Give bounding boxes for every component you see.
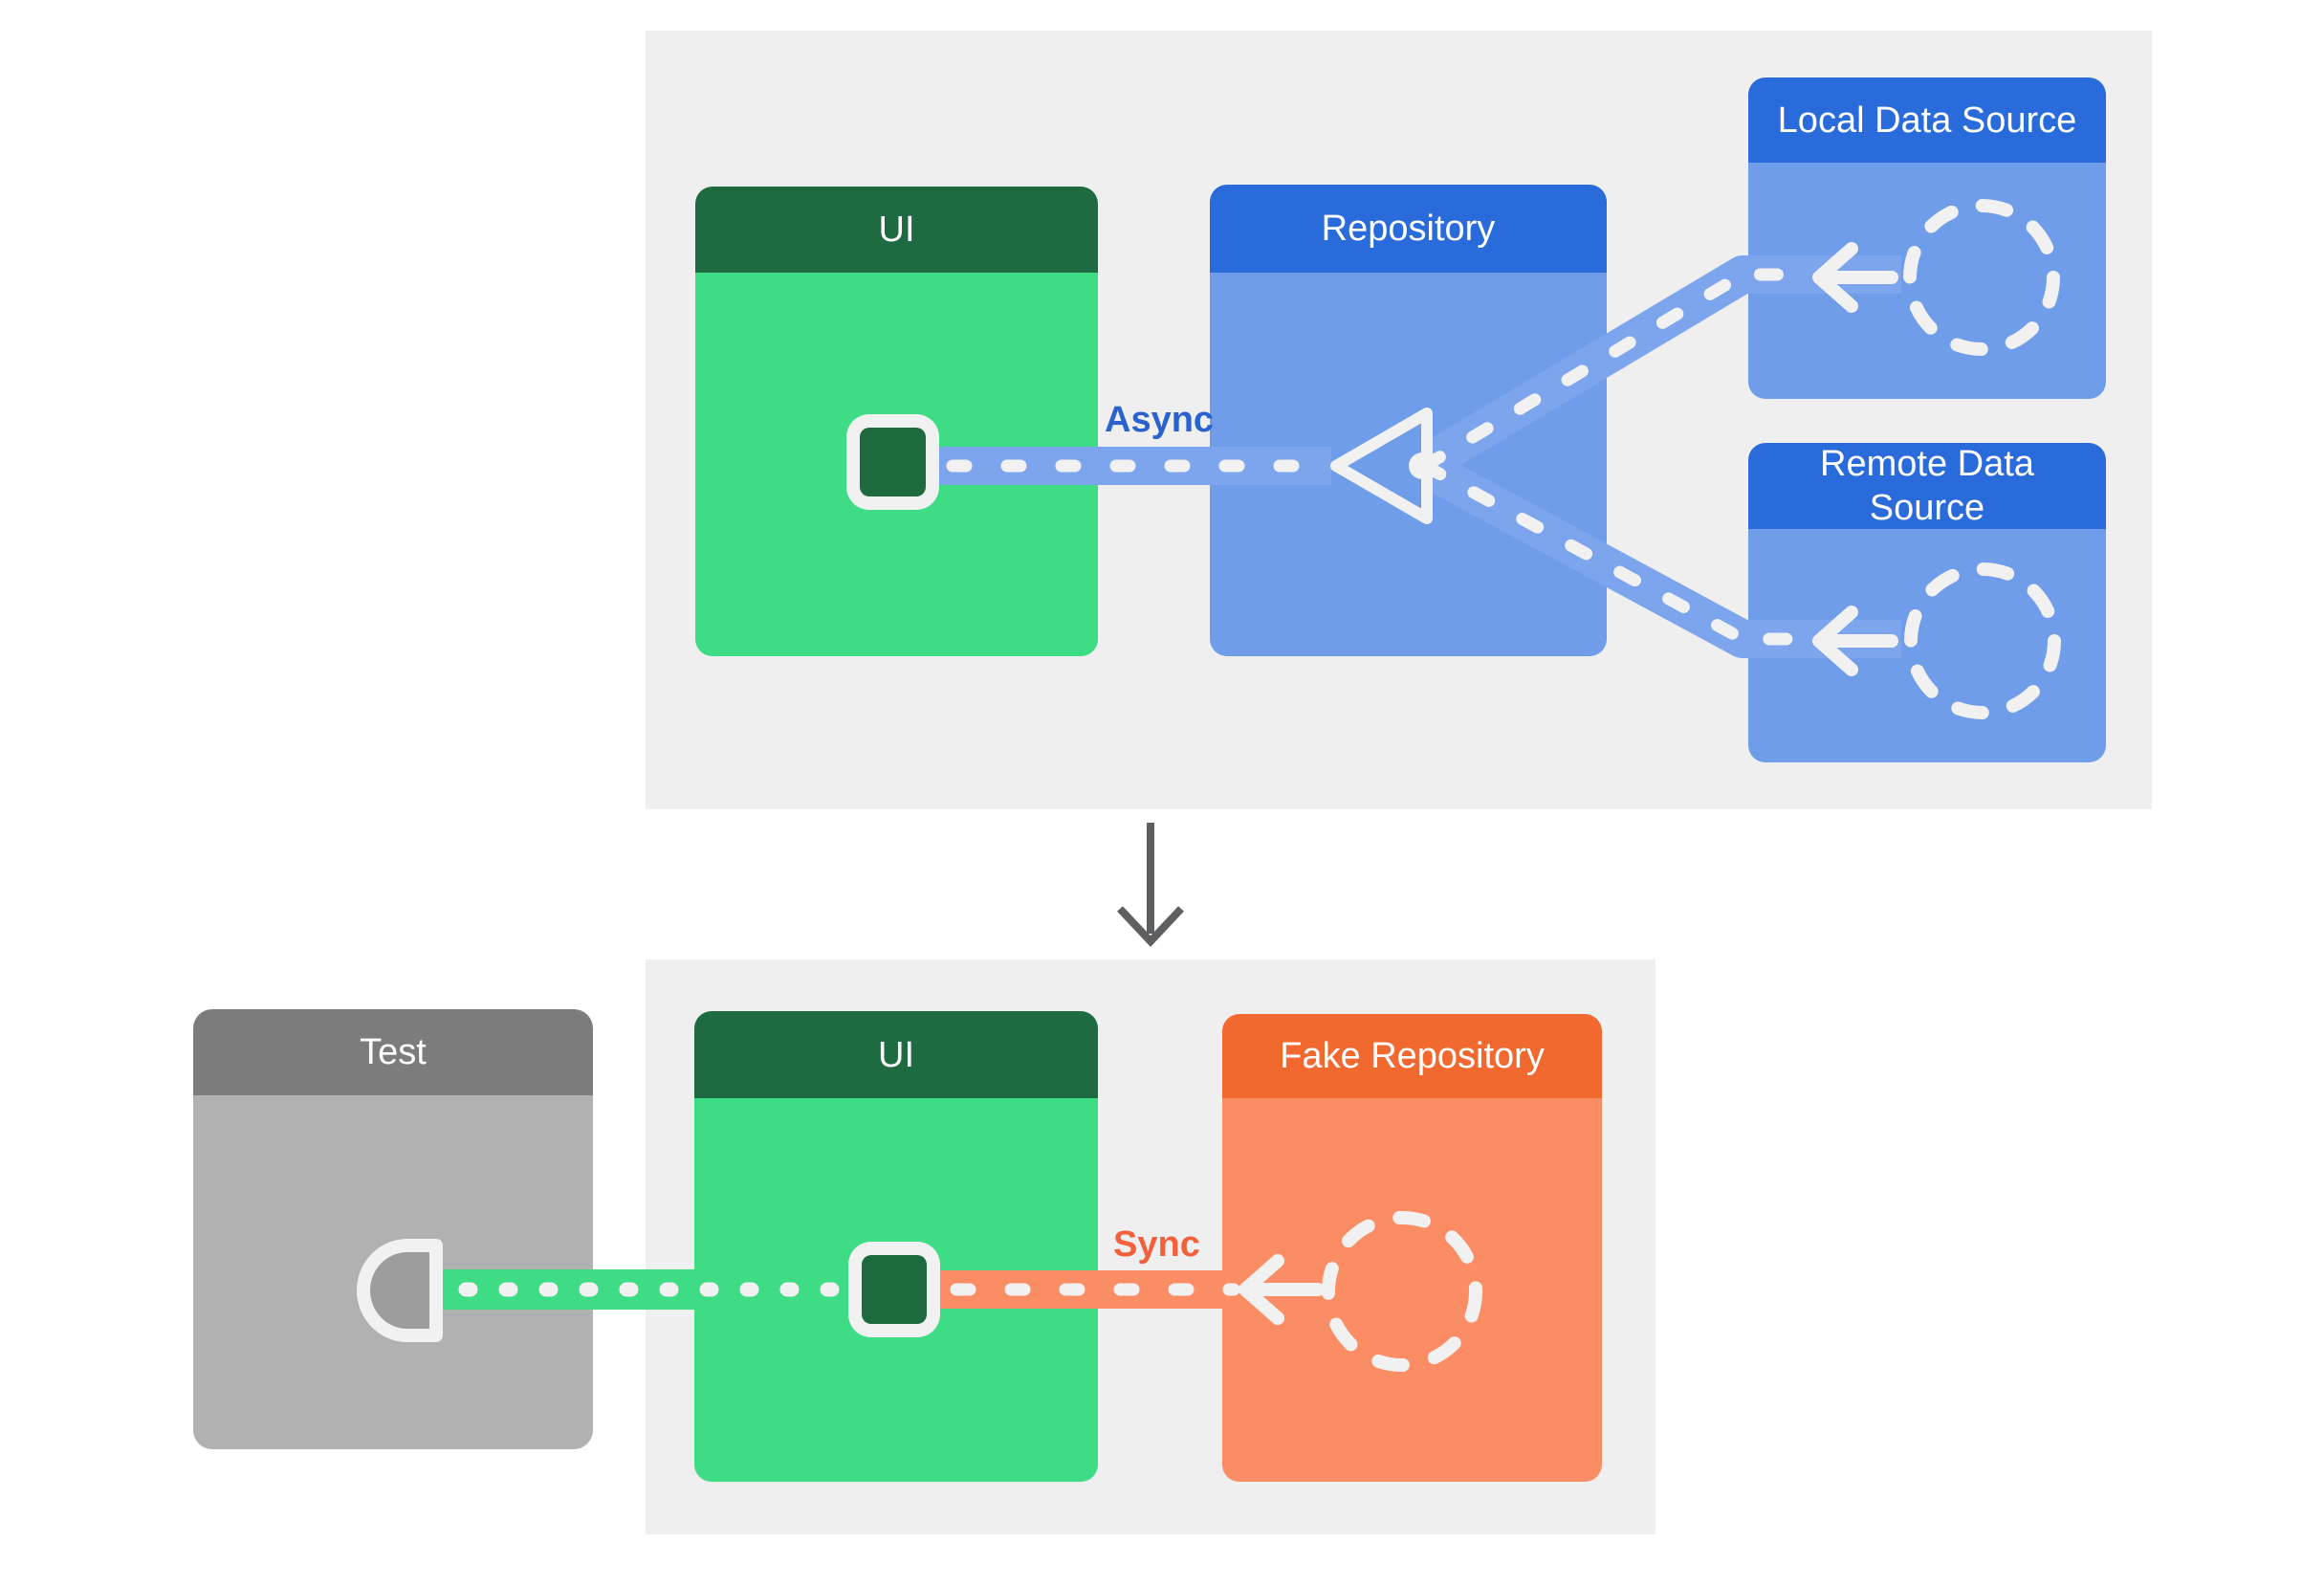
remote-data-source-body: [1748, 529, 2106, 762]
ui-box-top-body: [695, 273, 1098, 656]
test-box-body: [193, 1095, 593, 1449]
async-label: Async: [1105, 400, 1215, 440]
ui-box-top: UI: [695, 187, 1098, 656]
remote-data-source-box: Remote Data Source: [1748, 443, 2106, 762]
ui-box-bottom: UI: [694, 1011, 1098, 1482]
local-data-source-header: Local Data Source: [1748, 77, 2106, 163]
ui-box-bottom-header: UI: [694, 1011, 1098, 1098]
fake-repository-box: Fake Repository: [1222, 1014, 1602, 1482]
repository-box-header: Repository: [1210, 185, 1607, 273]
local-data-source-box: Local Data Source: [1748, 77, 2106, 399]
test-box-header: Test: [193, 1009, 593, 1095]
ui-box-top-header: UI: [695, 187, 1098, 273]
fake-repository-body: [1222, 1098, 1602, 1482]
down-arrow-icon: [1117, 823, 1184, 947]
fake-repository-header: Fake Repository: [1222, 1014, 1602, 1098]
repository-box-body: [1210, 273, 1607, 656]
ui-box-bottom-body: [694, 1098, 1098, 1482]
sync-label: Sync: [1113, 1224, 1200, 1265]
test-box: Test: [193, 1009, 593, 1449]
repository-box: Repository: [1210, 185, 1607, 656]
remote-data-source-header: Remote Data Source: [1748, 443, 2106, 529]
local-data-source-body: [1748, 163, 2106, 399]
